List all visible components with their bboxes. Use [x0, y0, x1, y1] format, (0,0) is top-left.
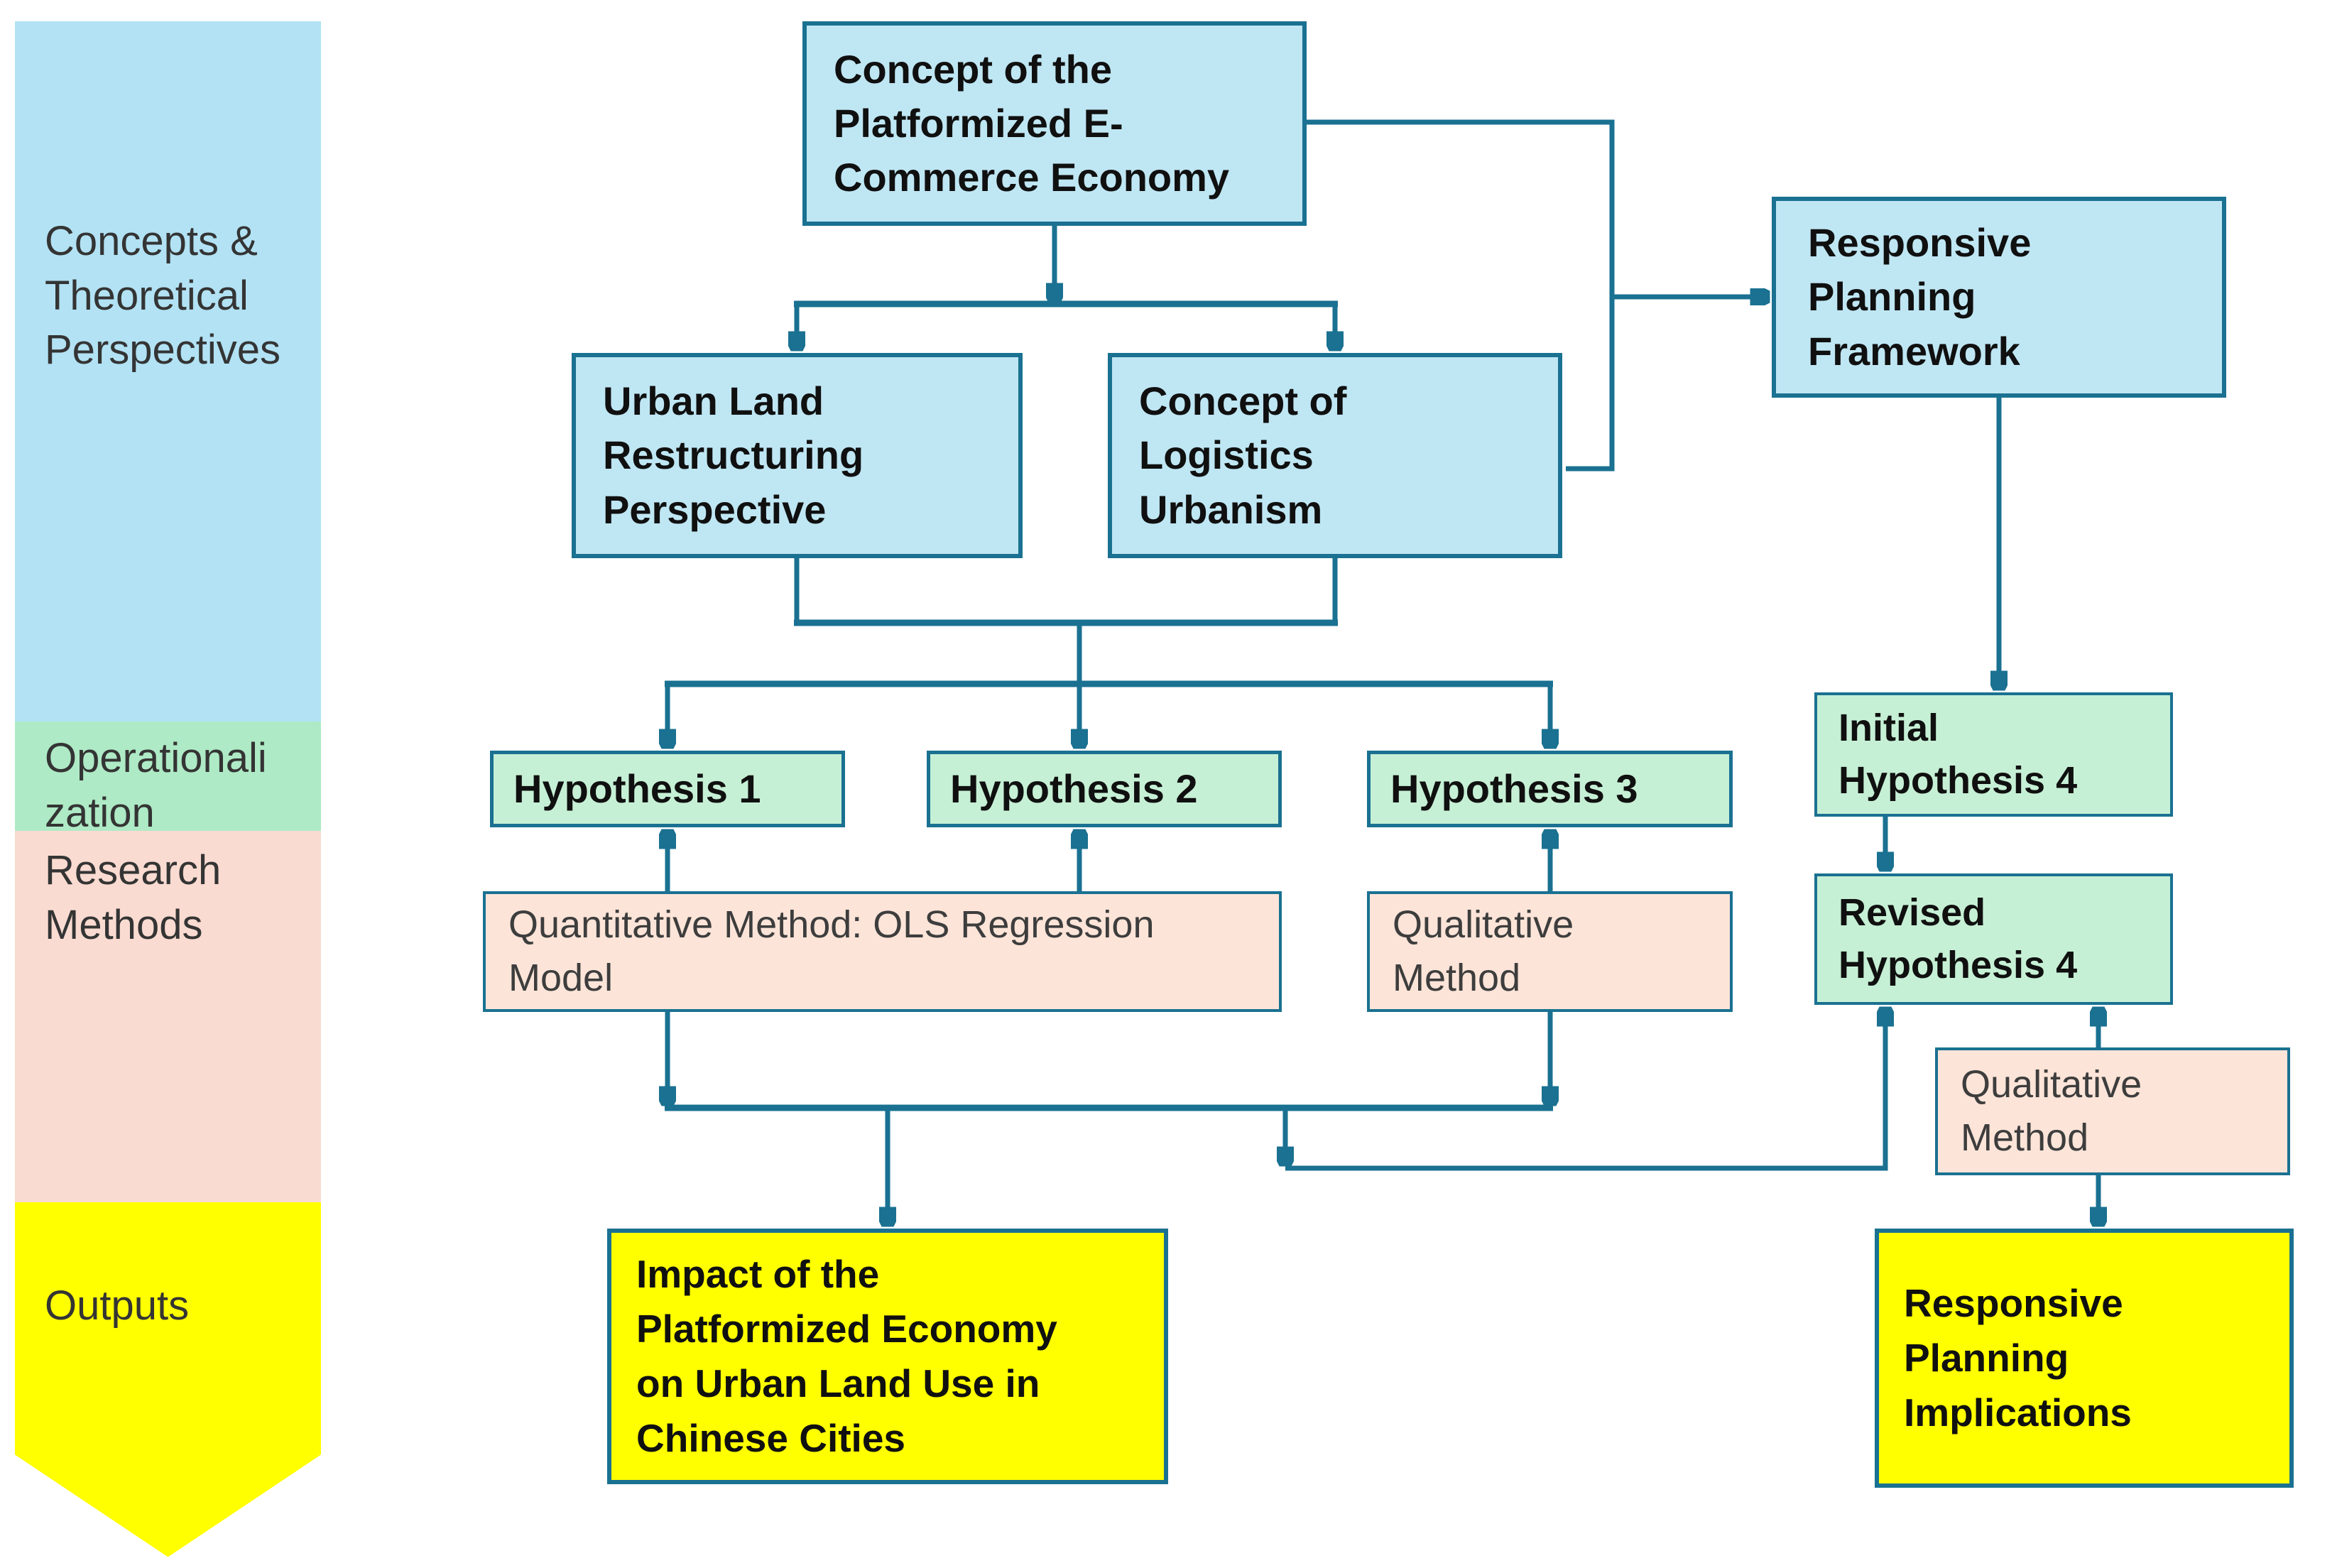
sidebar-label-research-methods: Research Methods: [45, 847, 222, 948]
sidebar-segment-operationalization: Operationali zation: [15, 722, 321, 836]
node-revised-hypothesis-4: Revised Hypothesis 4: [1814, 873, 2173, 1005]
node-responsive-planning-implications: Responsive Planning Implications: [1875, 1229, 2294, 1488]
node-label: Hypothesis 3: [1390, 766, 1638, 811]
node-hypothesis-3: Hypothesis 3: [1367, 751, 1733, 827]
node-qualitative-method-right: Qualitative Method: [1935, 1047, 2290, 1175]
node-label: Qualitative Method: [1393, 903, 1574, 999]
node-label: Quantitative Method: OLS Regression Mode…: [508, 903, 1155, 999]
node-urban-land-restructuring: Urban Land Restructuring Perspective: [572, 353, 1023, 558]
node-label: Revised Hypothesis 4: [1838, 891, 2078, 986]
node-label: Responsive Planning Framework: [1808, 220, 2032, 374]
node-label: Concept of the Platformized E- Commerce …: [834, 46, 1230, 200]
node-impact-output: Impact of the Platformized Economy on Ur…: [607, 1229, 1168, 1484]
node-hypothesis-2: Hypothesis 2: [927, 751, 1282, 827]
sidebar-label-concepts: Concepts & Theoretical Perspectives: [45, 218, 281, 374]
sidebar-label-outputs: Outputs: [45, 1283, 190, 1329]
node-label: Impact of the Platformized Economy on Ur…: [636, 1252, 1057, 1460]
node-logistics-urbanism: Concept of Logistics Urbanism: [1108, 353, 1562, 558]
node-quantitative-method: Quantitative Method: OLS Regression Mode…: [483, 891, 1282, 1012]
node-concept-platformized-ecommerce: Concept of the Platformized E- Commerce …: [802, 21, 1307, 226]
node-label: Responsive Planning Implications: [1904, 1281, 2132, 1434]
rail-to-revised-h4: [1285, 1024, 1885, 1171]
sidebar-label-operationalization: Operationali zation: [45, 735, 267, 836]
node-hypothesis-1: Hypothesis 1: [490, 751, 845, 827]
node-label: Hypothesis 2: [950, 766, 1198, 811]
node-label: Initial Hypothesis 4: [1838, 707, 2078, 802]
node-label: Concept of Logistics Urbanism: [1139, 379, 1347, 532]
sidebar-segment-research-methods: Research Methods: [15, 831, 321, 1202]
node-initial-hypothesis-4: Initial Hypothesis 4: [1814, 692, 2173, 817]
node-label: Hypothesis 1: [513, 766, 761, 811]
node-responsive-planning-framework: Responsive Planning Framework: [1772, 197, 2226, 398]
node-qualitative-method-mid: Qualitative Method: [1367, 891, 1733, 1012]
node-label: Urban Land Restructuring Perspective: [603, 379, 864, 532]
sidebar-segment-concepts: Concepts & Theoretical Perspectives: [15, 21, 321, 722]
node-label: Qualitative Method: [1961, 1063, 2142, 1159]
